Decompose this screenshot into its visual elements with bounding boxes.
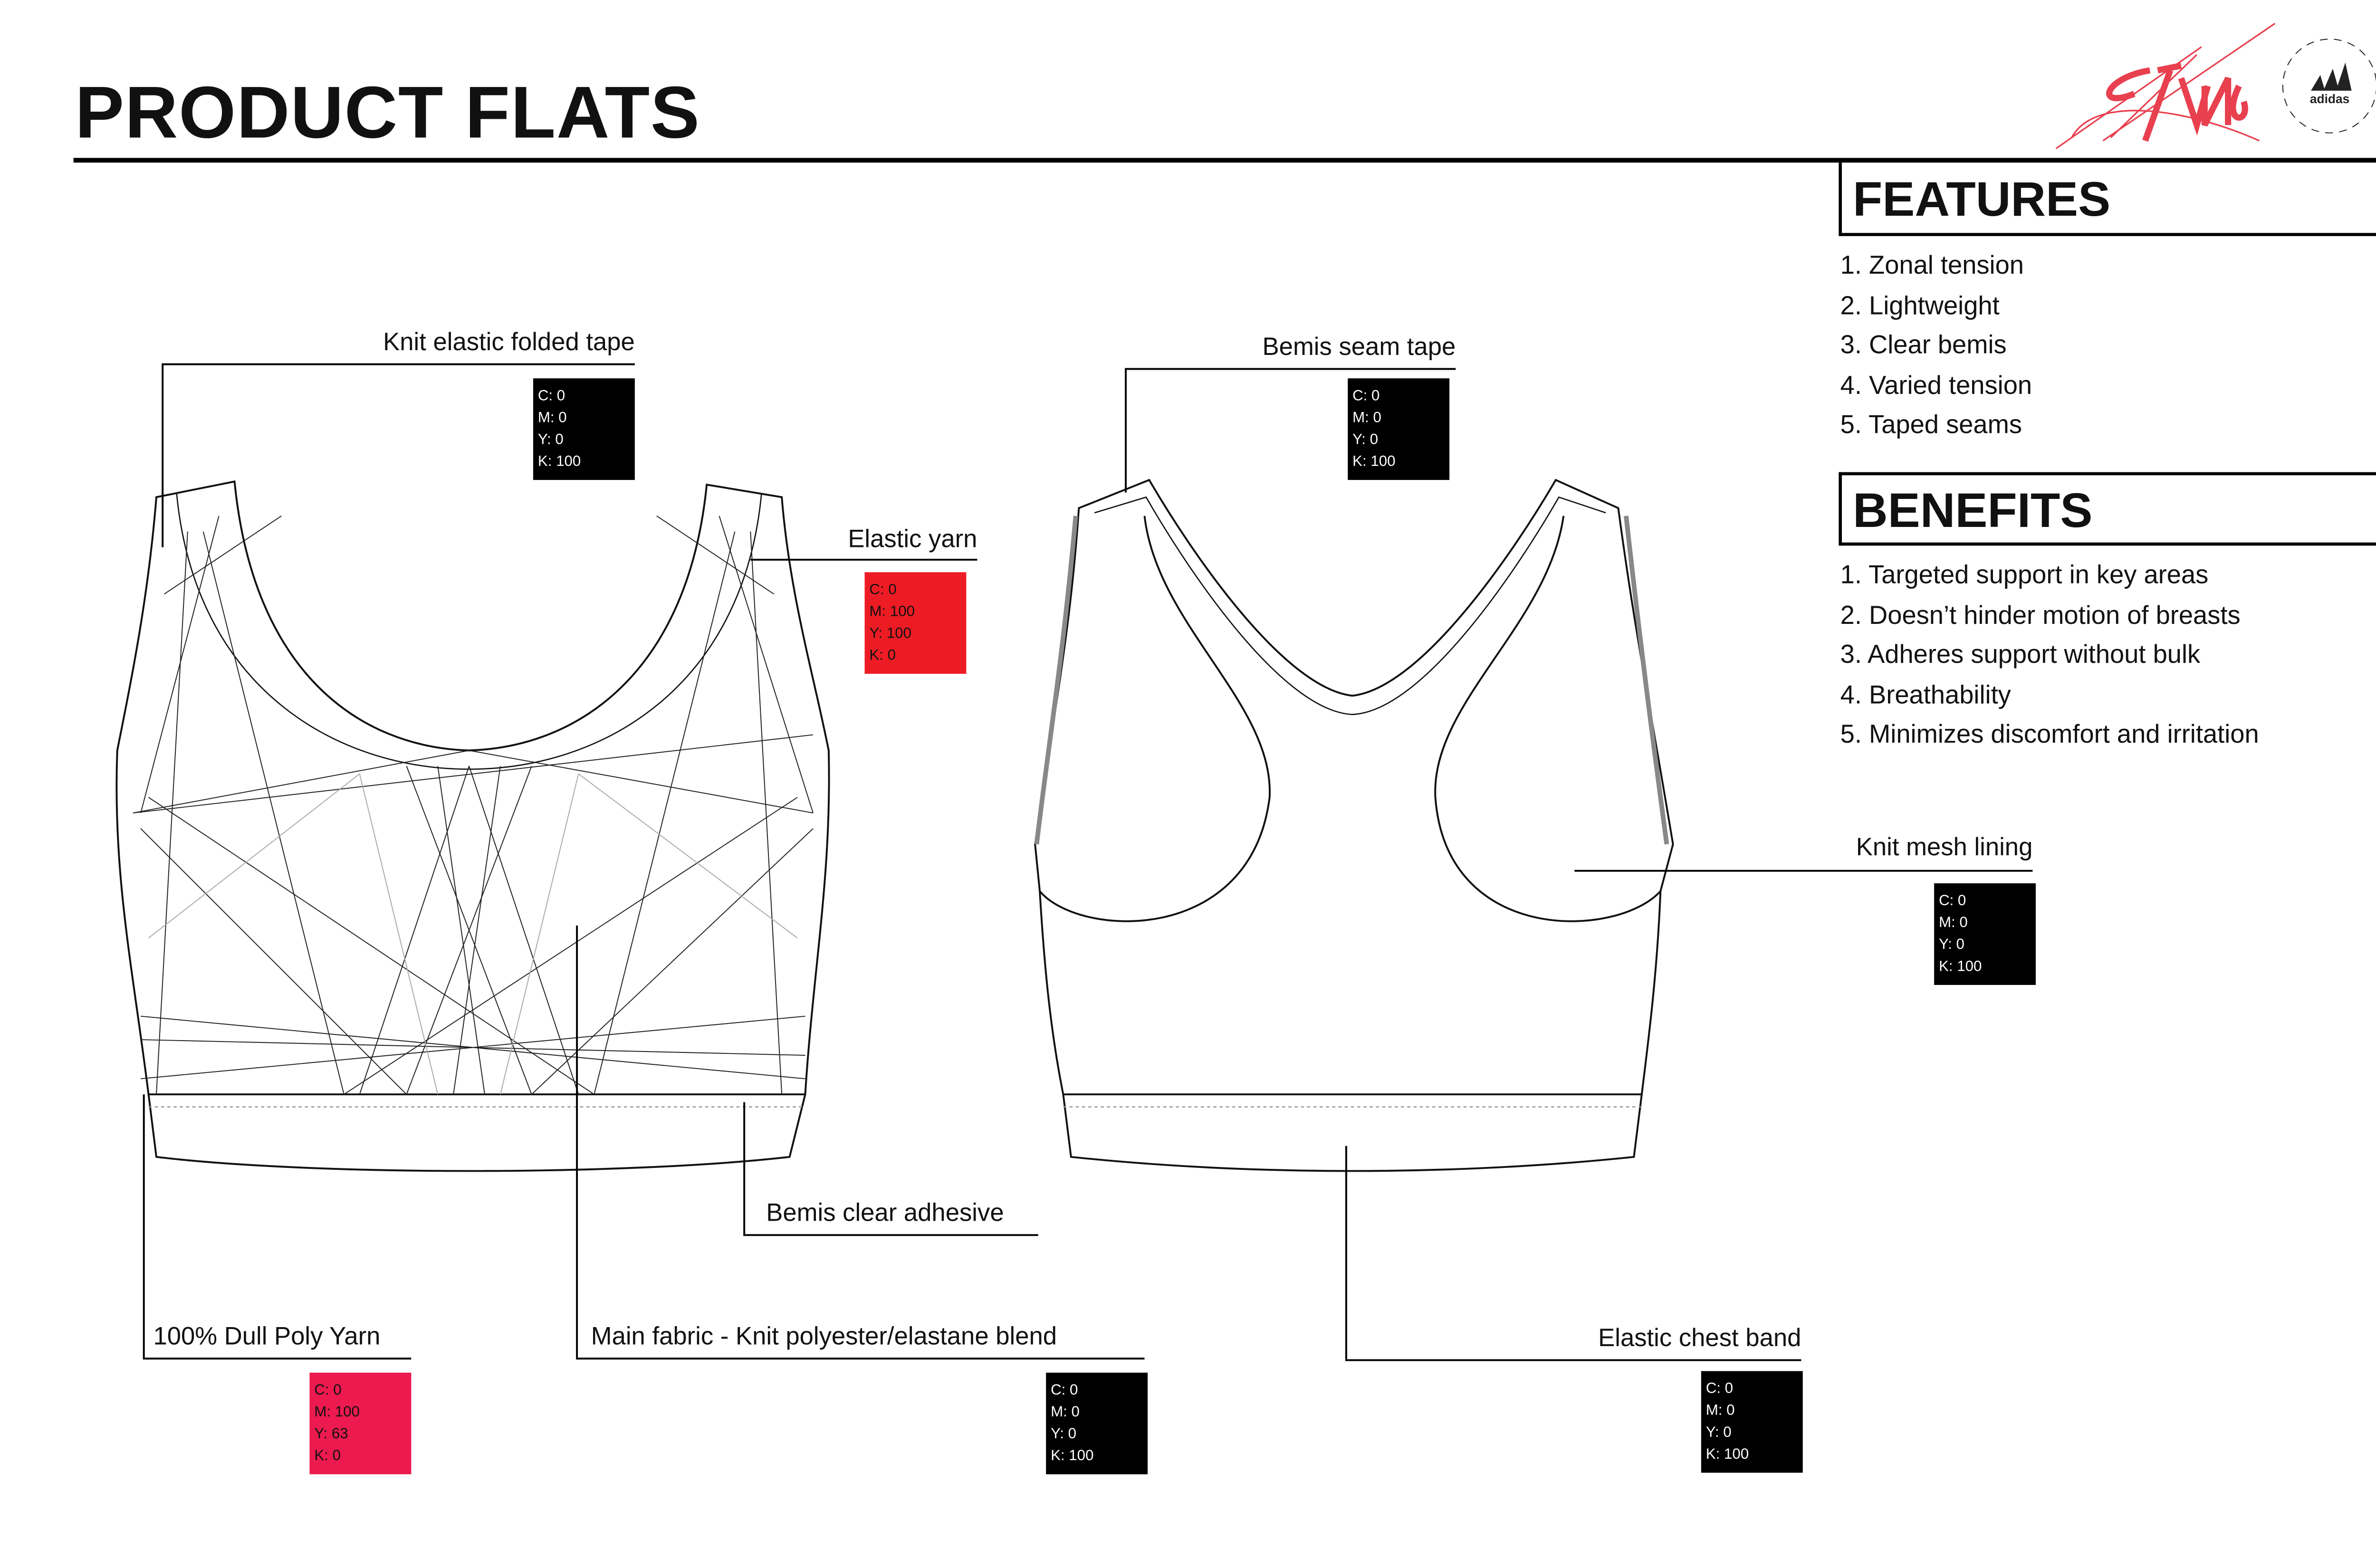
features-divider bbox=[1839, 163, 1842, 236]
swatch-c: C: 0 bbox=[1051, 1382, 1078, 1399]
benefit-item: 4. Breathability bbox=[1840, 681, 2011, 710]
feature-item: 3. Clear bemis bbox=[1840, 332, 2007, 360]
swatch-m: M: 100 bbox=[314, 1404, 360, 1421]
swatch-y: Y: 0 bbox=[1051, 1425, 1076, 1443]
feature-item: 5. Taped seams bbox=[1840, 411, 2022, 440]
callout-chest-band: Elastic chest band bbox=[1598, 1326, 1801, 1353]
swatch-k: K: 0 bbox=[314, 1447, 341, 1465]
string-logo bbox=[2055, 22, 2276, 149]
features-rule bbox=[1839, 233, 2376, 236]
title-rule bbox=[73, 158, 2376, 163]
color-swatch-poly-yarn: C: 0 M: 100 Y: 63 K: 0 bbox=[309, 1372, 412, 1474]
features-heading: FEATURES bbox=[1853, 172, 2111, 227]
swatch-m: M: 0 bbox=[537, 410, 567, 427]
swatch-c: C: 0 bbox=[1938, 892, 1966, 910]
callout-knit-tape: Knit elastic folded tape bbox=[383, 330, 635, 357]
swatch-m: M: 0 bbox=[1352, 410, 1381, 427]
yarn-lines bbox=[133, 515, 814, 1095]
swatch-y: Y: 0 bbox=[1705, 1424, 1732, 1442]
callout-leaders bbox=[143, 363, 2033, 1361]
swatch-c: C: 0 bbox=[537, 387, 565, 405]
swatch-m: M: 0 bbox=[1705, 1402, 1735, 1420]
swatch-y: Y: 100 bbox=[869, 625, 912, 643]
color-swatch-main-fabric: C: 0 M: 0 Y: 0 K: 100 bbox=[1046, 1372, 1148, 1474]
swatch-k: K: 0 bbox=[869, 647, 896, 665]
swatch-c: C: 0 bbox=[314, 1382, 342, 1399]
benefits-divider bbox=[1839, 472, 1842, 546]
feature-item: 4. Varied tension bbox=[1840, 372, 2032, 400]
stella-adidas-logo: adidas bbox=[2282, 38, 2376, 134]
benefits-rule bbox=[1839, 542, 2376, 546]
benefit-item: 5. Minimizes discomfort and irritation bbox=[1840, 721, 2259, 750]
feature-item: 1. Zonal tension bbox=[1840, 251, 2024, 280]
callout-poly-yarn: 100% Dull Poly Yarn bbox=[153, 1324, 381, 1351]
swatch-m: M: 0 bbox=[1938, 914, 1968, 932]
callout-bemis-adhesive: Bemis clear adhesive bbox=[766, 1200, 1004, 1227]
page-title: PRODUCT FLATS bbox=[75, 70, 700, 153]
swatch-c: C: 0 bbox=[869, 581, 897, 599]
swatch-y: Y: 0 bbox=[1352, 431, 1378, 449]
features-list: 1. Zonal tension 2. Lightweight 3. Clear… bbox=[1840, 247, 2032, 447]
swatch-c: C: 0 bbox=[1352, 387, 1380, 405]
color-swatch-knit-tape: C: 0 M: 0 Y: 0 K: 100 bbox=[533, 378, 635, 480]
benefit-item: 1. Targeted support in key areas bbox=[1840, 561, 2209, 590]
color-swatch-mesh-lining: C: 0 M: 0 Y: 0 K: 100 bbox=[1934, 883, 2036, 985]
callout-elastic-yarn: Elastic yarn bbox=[848, 526, 977, 554]
benefits-list: 1. Targeted support in key areas 2. Does… bbox=[1840, 556, 2259, 756]
color-swatch-elastic-yarn: C: 0 M: 100 Y: 100 K: 0 bbox=[864, 572, 967, 674]
swatch-m: M: 100 bbox=[869, 603, 915, 621]
swatch-m: M: 0 bbox=[1051, 1404, 1080, 1421]
callout-bemis-tape: Bemis seam tape bbox=[1262, 335, 1456, 362]
color-swatch-bemis-tape: C: 0 M: 0 Y: 0 K: 100 bbox=[1348, 378, 1450, 480]
swatch-k: K: 100 bbox=[537, 453, 581, 471]
color-swatch-chest-band: C: 0 M: 0 Y: 0 K: 100 bbox=[1701, 1371, 1803, 1473]
benefits-top-rule bbox=[1839, 472, 2376, 476]
back-bra-flat bbox=[1034, 478, 1674, 1172]
swatch-y: Y: 0 bbox=[537, 431, 564, 449]
swatch-k: K: 100 bbox=[1705, 1446, 1749, 1463]
swatch-k: K: 100 bbox=[1938, 958, 1982, 976]
svg-text:adidas: adidas bbox=[2310, 92, 2349, 106]
swatch-c: C: 0 bbox=[1705, 1380, 1734, 1398]
swatch-y: Y: 63 bbox=[314, 1425, 348, 1443]
swatch-k: K: 100 bbox=[1352, 453, 1396, 471]
callout-main-fabric: Main fabric - Knit polyester/elastane bl… bbox=[591, 1324, 1057, 1351]
callout-mesh-lining: Knit mesh lining bbox=[1856, 835, 2033, 861]
feature-item: 2. Lightweight bbox=[1840, 291, 2000, 320]
benefit-item: 3. Adheres support without bulk bbox=[1840, 641, 2201, 669]
front-bra-flat bbox=[115, 480, 830, 1172]
benefit-item: 2. Doesn’t hinder motion of breasts bbox=[1840, 601, 2241, 630]
swatch-y: Y: 0 bbox=[1938, 936, 1964, 954]
benefits-heading: BENEFITS bbox=[1853, 483, 2093, 538]
swatch-k: K: 100 bbox=[1051, 1447, 1094, 1465]
